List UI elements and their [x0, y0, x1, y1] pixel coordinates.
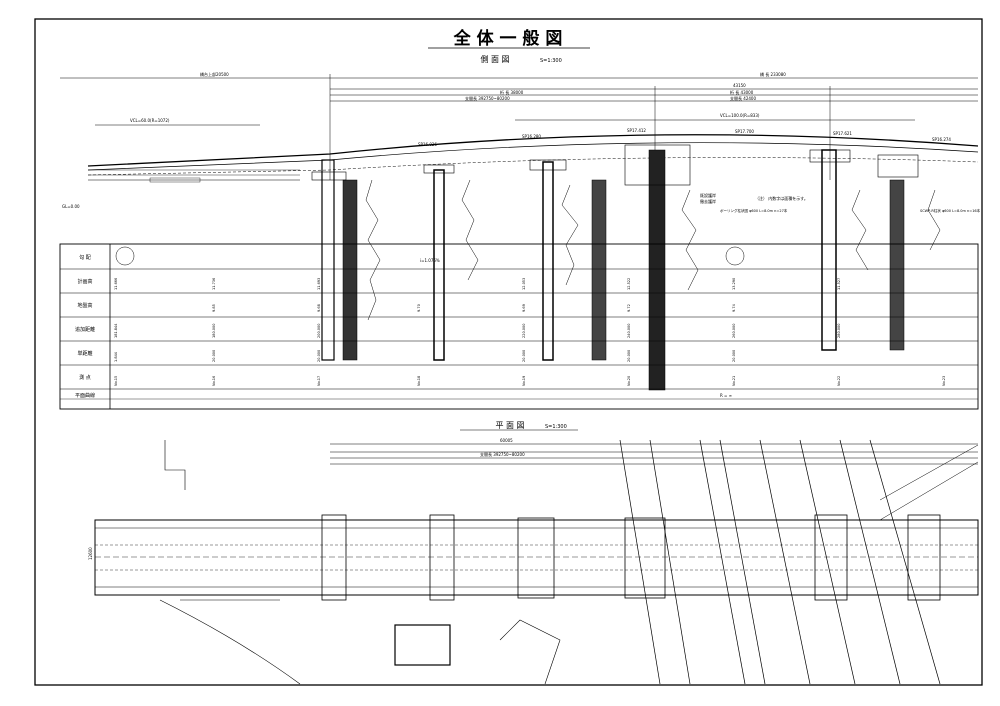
boring-note-b: SCWP-R柱状 φ600 L=8.0m n=16本: [920, 208, 981, 213]
svg-text:No.16: No.16: [212, 376, 216, 386]
svg-text:No.22: No.22: [837, 376, 841, 386]
legend-b: 撤去護岸: [700, 198, 716, 204]
plan-roads: [619, 439, 979, 685]
row-added-distance: 追加距離: [75, 326, 95, 333]
plan-curve-value: R = ∞: [720, 393, 732, 398]
elev-6: SP16.274: [932, 137, 951, 142]
svg-text:9.68: 9.68: [317, 304, 321, 312]
svg-text:9.72: 9.72: [627, 304, 631, 312]
elev-5: SP17.621: [833, 131, 852, 136]
row-station: 測 点: [79, 374, 91, 381]
boring-logs: [365, 179, 941, 321]
svg-text:1.844: 1.844: [114, 351, 118, 362]
bridge-length: 橋 長 233080: [760, 71, 786, 77]
pier-caps: [311, 144, 919, 186]
support-a: 支間長 392750~80200: [465, 95, 510, 101]
plan-view-scale: S=1:300: [545, 424, 567, 430]
vcl-left: VCL=60.0(R=1072): [130, 118, 170, 123]
deck-profile: [87, 134, 979, 181]
svg-text:12.522: 12.522: [627, 278, 631, 290]
piers-side-view: [321, 149, 905, 391]
remark: （注） 内数字は面積を示す。: [755, 195, 808, 201]
top-dimension-lines: [60, 74, 978, 180]
span-a: 43150: [733, 83, 746, 88]
svg-text:9.85: 9.85: [212, 304, 216, 312]
row-labels: 勾 配 計画高 地盤高 追加距離 単距離 測 点 平面曲線: [75, 254, 95, 399]
side-view-label: 側 面 図: [480, 54, 509, 64]
legend-a: 既設護岸: [700, 192, 716, 198]
drawing-title: 全 体 一 般 図: [453, 28, 563, 49]
profile-table: [59, 243, 979, 410]
svg-text:20.000: 20.000: [627, 350, 631, 362]
svg-text:280.000: 280.000: [837, 324, 841, 338]
svg-text:20.000: 20.000: [317, 350, 321, 362]
grade-label: GL=0.00: [62, 204, 80, 209]
girder-b: 桁 長 43000: [730, 89, 754, 95]
svg-text:No.15: No.15: [114, 376, 118, 386]
svg-text:13.290: 13.290: [732, 278, 736, 290]
svg-text:No.19: No.19: [522, 376, 526, 386]
plan-deck: [94, 519, 979, 596]
svg-text:No.18: No.18: [417, 376, 421, 386]
approach-embankment: [88, 169, 300, 183]
station-values: No.15 No.16 No.17 No.18 No.19 No.20 No.2…: [114, 376, 946, 386]
svg-text:9.69: 9.69: [522, 304, 526, 312]
svg-text:200.000: 200.000: [317, 324, 321, 338]
plan-length: 60005: [500, 438, 513, 443]
svg-text:20.000: 20.000: [732, 350, 736, 362]
row-plan-curve: 平面曲線: [75, 392, 95, 399]
svg-text:20.000: 20.000: [212, 350, 216, 362]
plan-width: 12600: [88, 547, 93, 560]
sheet-border: [34, 18, 983, 686]
elev-2: SP16.280: [522, 134, 541, 139]
row-ground-height: 地盤高: [77, 302, 92, 309]
plan-support: 支間長 392750~80200: [480, 451, 525, 457]
gradient-value: i=1.076%: [420, 258, 440, 263]
plan-view-label: 平 面 図: [495, 421, 524, 430]
abutment-length: 橋台上部20500: [200, 71, 229, 77]
row-single-distance: 単距離: [77, 350, 92, 357]
plan-site-features: [159, 440, 561, 685]
row-gradient: 勾 配: [79, 254, 91, 261]
svg-text:11.666: 11.666: [114, 278, 118, 290]
svg-text:181.844: 181.844: [114, 323, 118, 338]
svg-text:9.74: 9.74: [732, 303, 736, 312]
vcl-right: VCL=100.0(R=833): [720, 113, 760, 118]
svg-text:No.17: No.17: [317, 376, 321, 386]
svg-text:No.23: No.23: [942, 376, 946, 386]
svg-text:11.527: 11.527: [837, 278, 841, 290]
elev-4: SP17.700: [735, 129, 754, 134]
plan-dimension-lines: [330, 443, 978, 465]
svg-text:12.053: 12.053: [522, 278, 526, 290]
table-values: 11.666 11.736 11.693 12.053 12.522 13.29…: [114, 278, 841, 362]
boring-note-a: ボーリング柱状図 φ600 L=8.0m n=27本: [720, 208, 788, 213]
svg-text:240.000: 240.000: [627, 324, 631, 338]
plan-piers: [321, 514, 941, 601]
svg-text:11.693: 11.693: [317, 278, 321, 290]
support-b: 支間長 42400: [730, 95, 756, 101]
svg-text:11.736: 11.736: [212, 278, 216, 290]
elev-3: SP17.412: [627, 128, 646, 133]
row-plan-height: 計画高: [77, 278, 92, 285]
svg-text:No.20: No.20: [627, 376, 631, 386]
svg-text:20.000: 20.000: [522, 350, 526, 362]
svg-text:180.000: 180.000: [212, 324, 216, 338]
svg-text:260.000: 260.000: [732, 324, 736, 338]
svg-text:220.000: 220.000: [522, 324, 526, 338]
side-view-scale: S=1:300: [540, 58, 562, 64]
svg-text:No.21: No.21: [732, 376, 736, 386]
svg-text:9.70: 9.70: [417, 304, 421, 312]
girder-a: 桁 長 38000: [500, 89, 524, 95]
